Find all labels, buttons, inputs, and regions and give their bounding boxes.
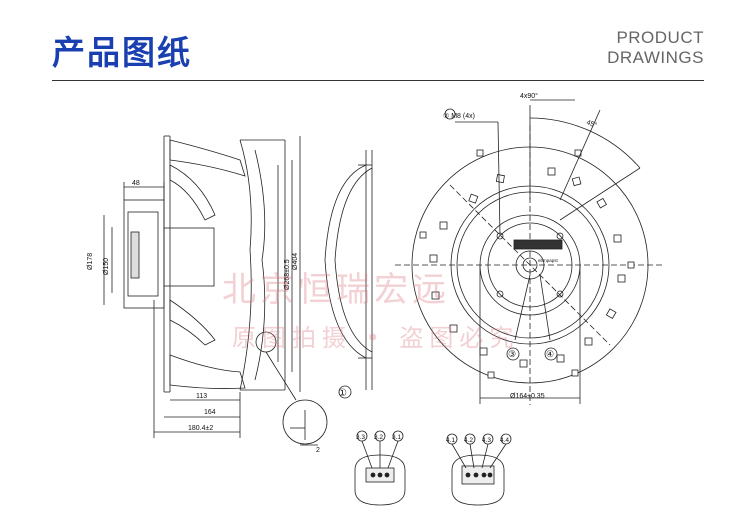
hub-body <box>163 227 215 287</box>
dim-164-front: Ø164±0.35 <box>510 393 545 400</box>
subtitle-line-1: PRODUCT <box>616 28 704 47</box>
detail-dim-2: 2 <box>316 447 320 454</box>
blade <box>169 164 216 221</box>
front-view <box>395 99 665 405</box>
marker-1-label: ① <box>338 388 347 399</box>
blade <box>169 299 216 346</box>
blade-profile <box>239 139 252 391</box>
dim-164-side: 164 <box>204 409 216 416</box>
subtitle-line-2: DRAWINGS <box>607 48 704 67</box>
pin-label-4-2: 4.2 <box>464 437 473 444</box>
angle-arc-45 <box>529 117 641 169</box>
callout-m8: ② M8 (4x) <box>443 112 475 120</box>
blade-profile <box>254 149 266 381</box>
pin-label-4-4: 4.4 <box>500 437 509 444</box>
connector-detail-right <box>446 433 512 506</box>
page-title: 产品图纸 <box>52 33 192 72</box>
dim-180: 180.4±2 <box>188 425 213 432</box>
pin-label-3-3: 3.3 <box>356 434 365 441</box>
pin-label-3-2: 3.2 <box>374 434 383 441</box>
angle-4x90: 4x90° <box>520 92 538 100</box>
callout-marker-4 <box>544 347 558 361</box>
watermark-line-1: 北京恒瑞宏远 <box>222 270 450 310</box>
pin-label-3-1: 3.1 <box>392 434 401 441</box>
connector-detail-left <box>354 430 406 506</box>
dim-404: Ø404 <box>292 253 299 270</box>
detail-view-circle <box>282 399 328 445</box>
dim-113: 113 <box>196 393 207 400</box>
connector-block <box>130 231 140 279</box>
callout-marker-3 <box>506 347 520 361</box>
motor-body <box>127 211 159 297</box>
marker-3-label: ③ <box>508 349 516 359</box>
inlet-ring-view <box>324 150 373 390</box>
blade <box>169 354 246 389</box>
side-view <box>103 135 352 446</box>
page-header: 产品图纸 PRODUCT DRAWINGS <box>0 0 750 82</box>
nameplate <box>513 239 563 250</box>
callout-marker-1 <box>338 385 352 399</box>
blade <box>169 139 246 177</box>
angle-45: 45° <box>585 118 598 129</box>
callout-marker-2 <box>444 108 456 120</box>
dim-48: 48 <box>132 180 140 187</box>
dim-150: Ø150 <box>103 258 110 275</box>
marker-4-label: ④ <box>546 349 554 359</box>
brand-label: ebmpapst <box>538 258 559 263</box>
header-divider <box>52 80 704 81</box>
dim-178: Ø178 <box>87 253 94 270</box>
pin-label-4-1: 4.1 <box>446 437 455 444</box>
watermark-line-2: 原图拍摄 • 盗图必究 <box>232 324 520 352</box>
dim-268: Ø268±0.5 <box>284 259 291 290</box>
page-subtitle: PRODUCT DRAWINGS <box>607 28 704 68</box>
pin-label-4-3: 4.3 <box>482 437 491 444</box>
